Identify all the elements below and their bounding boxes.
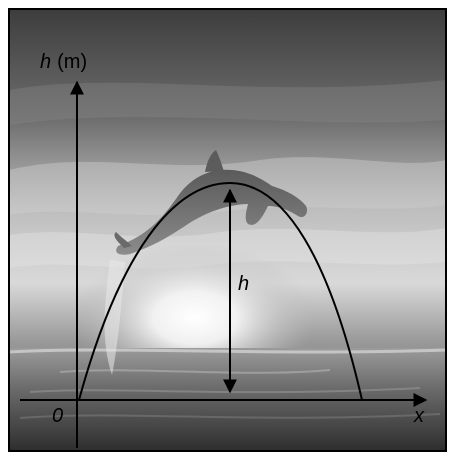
water-splash (104, 260, 125, 375)
height-label: h (238, 273, 249, 295)
wave-line-1 (59, 369, 331, 374)
origin-label: 0 (52, 405, 63, 427)
dolphin-tail (114, 232, 132, 248)
dolphin-dorsal-fin (205, 150, 224, 172)
background-photo (8, 9, 447, 451)
jump-trajectory (78, 181, 363, 401)
y-axis-unit: (m) (57, 51, 87, 73)
wave-line-3 (19, 413, 441, 419)
x-axis-label: x (413, 405, 425, 427)
figure-frame (8, 8, 447, 452)
y-axis-variable: h (40, 51, 51, 73)
wave-line-2 (29, 387, 421, 394)
y-axis-label: h (m) (40, 51, 87, 73)
horizon-glint (8, 348, 447, 354)
cloud-band-top (9, 80, 446, 125)
